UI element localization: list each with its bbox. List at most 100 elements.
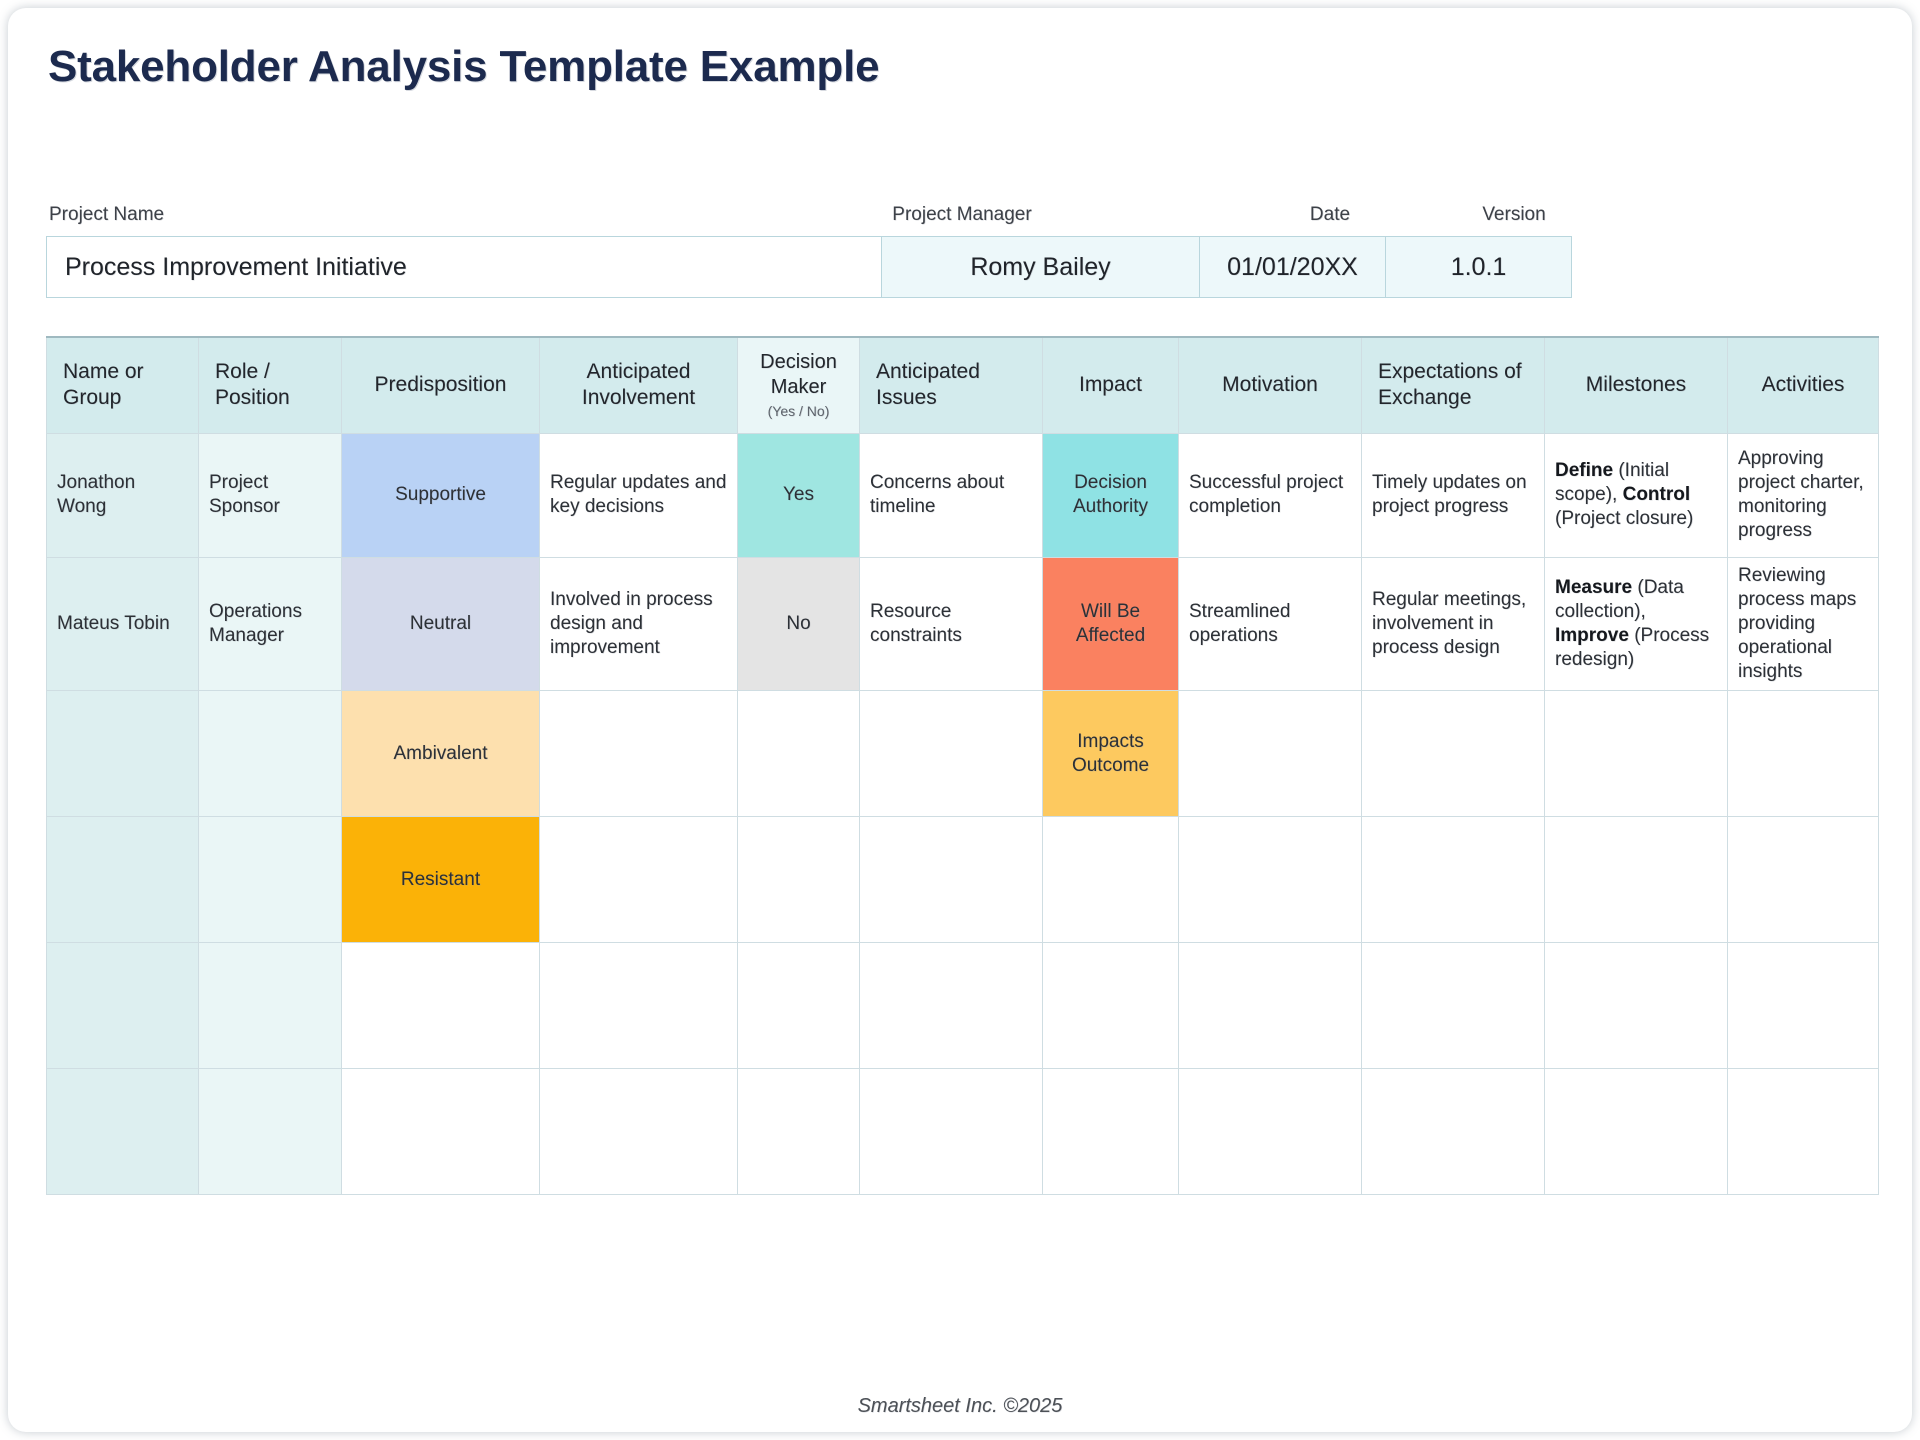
cell-role[interactable] bbox=[198, 816, 342, 944]
cell-expectations-of-exchange[interactable] bbox=[1361, 942, 1545, 1070]
cell-activities[interactable] bbox=[1727, 816, 1879, 944]
cell-expectations-of-exchange[interactable]: Regular meetings, involvement in process… bbox=[1361, 556, 1545, 692]
cell-predisposition[interactable] bbox=[341, 1068, 540, 1196]
header-expectations-of-exchange: Expectations of Exchange bbox=[1361, 336, 1545, 434]
milestone-phase-2: Improve bbox=[1555, 624, 1629, 646]
cell-activities[interactable]: Approving project charter, monitoring pr… bbox=[1727, 432, 1879, 558]
header-activities: Activities bbox=[1727, 336, 1879, 434]
milestone-detail-2: (Process redesign) bbox=[1555, 624, 1710, 670]
cell-activities[interactable] bbox=[1727, 690, 1879, 818]
cell-milestones[interactable]: Define (Initial scope), Control (Project… bbox=[1544, 432, 1728, 558]
cell-expectations-of-exchange[interactable] bbox=[1361, 1068, 1545, 1196]
table-row bbox=[46, 942, 1879, 1070]
cell-name[interactable] bbox=[46, 1068, 199, 1196]
cell-predisposition[interactable]: Ambivalent bbox=[341, 690, 540, 818]
cell-impact[interactable]: Impacts Outcome bbox=[1042, 690, 1179, 818]
milestone-phase-2: Control bbox=[1622, 483, 1691, 505]
cell-milestones[interactable] bbox=[1544, 942, 1728, 1070]
cell-expectations-of-exchange[interactable]: Timely updates on project progress bbox=[1361, 432, 1545, 558]
table-header-row: Name or Group Role / Position Predisposi… bbox=[46, 336, 1879, 434]
project-manager-field[interactable]: Romy Bailey bbox=[882, 236, 1200, 298]
milestone-detail-1: (Initial scope), bbox=[1555, 459, 1670, 505]
cell-anticipated-issues[interactable] bbox=[859, 942, 1043, 1070]
cell-name[interactable] bbox=[46, 816, 199, 944]
cell-impact[interactable]: Decision Authority bbox=[1042, 432, 1179, 558]
cell-anticipated-involvement[interactable] bbox=[539, 1068, 738, 1196]
header-name-or-group: Name or Group bbox=[46, 336, 199, 434]
label-version: Version bbox=[1482, 204, 1546, 225]
table-row bbox=[46, 1068, 1879, 1196]
cell-anticipated-involvement[interactable]: Involved in process design and improveme… bbox=[539, 556, 738, 692]
cell-motivation[interactable] bbox=[1178, 1068, 1362, 1196]
version-field[interactable]: 1.0.1 bbox=[1386, 236, 1572, 298]
project-name-field[interactable]: Process Improvement Initiative bbox=[46, 236, 882, 298]
label-project-manager: Project Manager bbox=[892, 204, 1032, 225]
cell-anticipated-issues[interactable] bbox=[859, 690, 1043, 818]
cell-expectations-of-exchange[interactable] bbox=[1361, 816, 1545, 944]
cell-anticipated-involvement[interactable]: Regular updates and key decisions bbox=[539, 432, 738, 558]
cell-role[interactable] bbox=[198, 690, 342, 818]
cell-anticipated-involvement[interactable] bbox=[539, 690, 738, 818]
table-row: Resistant bbox=[46, 816, 1879, 944]
footer-copyright: Smartsheet Inc. ©2025 bbox=[857, 1395, 1063, 1417]
cell-motivation[interactable] bbox=[1178, 816, 1362, 944]
cell-motivation[interactable]: Successful project completion bbox=[1178, 432, 1362, 558]
cell-anticipated-involvement[interactable] bbox=[539, 816, 738, 944]
header-anticipated-issues: Anticipated Issues bbox=[859, 336, 1043, 434]
cell-activities[interactable] bbox=[1727, 942, 1879, 1070]
cell-anticipated-issues[interactable] bbox=[859, 1068, 1043, 1196]
milestone-phase-1: Define bbox=[1555, 459, 1614, 481]
cell-name[interactable] bbox=[46, 690, 199, 818]
cell-name[interactable]: Mateus Tobin bbox=[46, 556, 199, 692]
cell-role[interactable] bbox=[198, 1068, 342, 1196]
project-info-row: Process Improvement Initiative Romy Bail… bbox=[46, 236, 1572, 298]
cell-predisposition[interactable]: Supportive bbox=[341, 432, 540, 558]
cell-decision-maker[interactable] bbox=[737, 816, 860, 944]
milestone-phase-1: Measure bbox=[1555, 576, 1633, 598]
cell-milestones[interactable]: Measure (Data collection), Improve (Proc… bbox=[1544, 556, 1728, 692]
milestone-detail-2: (Project closure) bbox=[1555, 508, 1694, 530]
cell-motivation[interactable]: Streamlined operations bbox=[1178, 556, 1362, 692]
cell-milestones[interactable] bbox=[1544, 816, 1728, 944]
cell-activities[interactable] bbox=[1727, 1068, 1879, 1196]
cell-milestones[interactable] bbox=[1544, 690, 1728, 818]
cell-role[interactable]: Operations Manager bbox=[198, 556, 342, 692]
table-row: Ambivalent Impacts Outcome bbox=[46, 690, 1879, 818]
cell-anticipated-involvement[interactable] bbox=[539, 942, 738, 1070]
header-decision-maker: Decision Maker (Yes / No) bbox=[737, 336, 860, 434]
cell-impact[interactable] bbox=[1042, 942, 1179, 1070]
cell-decision-maker[interactable] bbox=[737, 942, 860, 1070]
milestone-detail-1: (Data collection), bbox=[1555, 576, 1684, 622]
header-anticipated-involvement: Anticipated Involvement bbox=[539, 336, 738, 434]
cell-motivation[interactable] bbox=[1178, 690, 1362, 818]
cell-anticipated-issues[interactable]: Concerns about timeline bbox=[859, 432, 1043, 558]
cell-decision-maker[interactable]: Yes bbox=[737, 432, 860, 558]
stakeholder-analysis-table: Name or Group Role / Position Predisposi… bbox=[46, 336, 1879, 1196]
cell-impact[interactable] bbox=[1042, 1068, 1179, 1196]
cell-name[interactable]: Jonathon Wong bbox=[46, 432, 199, 558]
document-page: Stakeholder Analysis Template Example Pr… bbox=[8, 8, 1912, 1432]
cell-anticipated-issues[interactable]: Resource constraints bbox=[859, 556, 1043, 692]
header-role-position: Role / Position bbox=[198, 336, 342, 434]
header-impact: Impact bbox=[1042, 336, 1179, 434]
cell-predisposition[interactable]: Neutral bbox=[341, 556, 540, 692]
cell-decision-maker[interactable] bbox=[737, 690, 860, 818]
cell-role[interactable]: Project Sponsor bbox=[198, 432, 342, 558]
cell-expectations-of-exchange[interactable] bbox=[1361, 690, 1545, 818]
cell-predisposition[interactable] bbox=[341, 942, 540, 1070]
cell-motivation[interactable] bbox=[1178, 942, 1362, 1070]
cell-name[interactable] bbox=[46, 942, 199, 1070]
cell-activities[interactable]: Reviewing process maps providing operati… bbox=[1727, 556, 1879, 692]
date-field[interactable]: 01/01/20XX bbox=[1200, 236, 1386, 298]
cell-role[interactable] bbox=[198, 942, 342, 1070]
cell-decision-maker[interactable] bbox=[737, 1068, 860, 1196]
cell-milestones[interactable] bbox=[1544, 1068, 1728, 1196]
cell-anticipated-issues[interactable] bbox=[859, 816, 1043, 944]
cell-impact[interactable] bbox=[1042, 816, 1179, 944]
header-motivation: Motivation bbox=[1178, 336, 1362, 434]
header-decision-maker-sublabel: (Yes / No) bbox=[767, 402, 830, 419]
cell-decision-maker[interactable]: No bbox=[737, 556, 860, 692]
table-row: Jonathon Wong Project Sponsor Supportive… bbox=[46, 432, 1879, 558]
cell-predisposition[interactable]: Resistant bbox=[341, 816, 540, 944]
cell-impact[interactable]: Will Be Affected bbox=[1042, 556, 1179, 692]
